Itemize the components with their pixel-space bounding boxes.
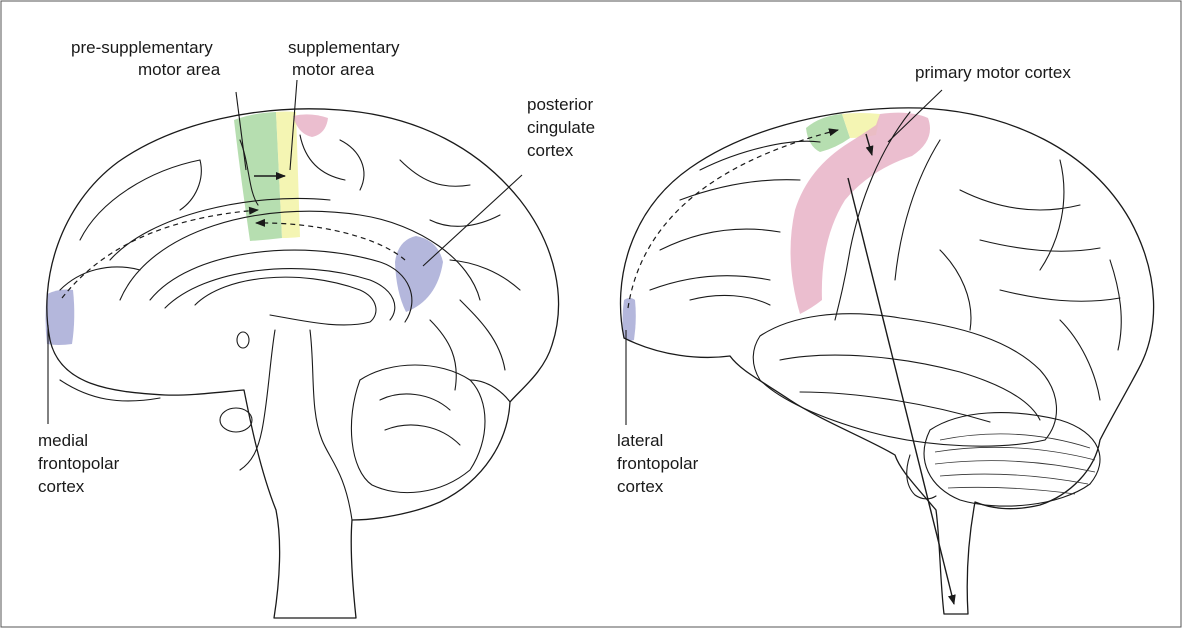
label-sma-2: motor area xyxy=(292,60,375,79)
label-sma: supplementary xyxy=(288,38,400,57)
label-pcc-2: cingulate xyxy=(527,118,595,137)
label-lfp-2: frontopolar xyxy=(617,454,699,473)
label-mfp-2: frontopolar xyxy=(38,454,120,473)
label-lfp-3: cortex xyxy=(617,477,664,496)
label-mfp: medial xyxy=(38,431,88,450)
label-pcc-3: cortex xyxy=(527,141,574,160)
label-pre-sma-2: motor area xyxy=(138,60,221,79)
label-pcc: posterior xyxy=(527,95,593,114)
label-lfp: lateral xyxy=(617,431,663,450)
label-mfp-3: cortex xyxy=(38,477,85,496)
label-m1: primary motor cortex xyxy=(915,63,1071,82)
label-pre-sma: pre-supplementary xyxy=(71,38,213,57)
